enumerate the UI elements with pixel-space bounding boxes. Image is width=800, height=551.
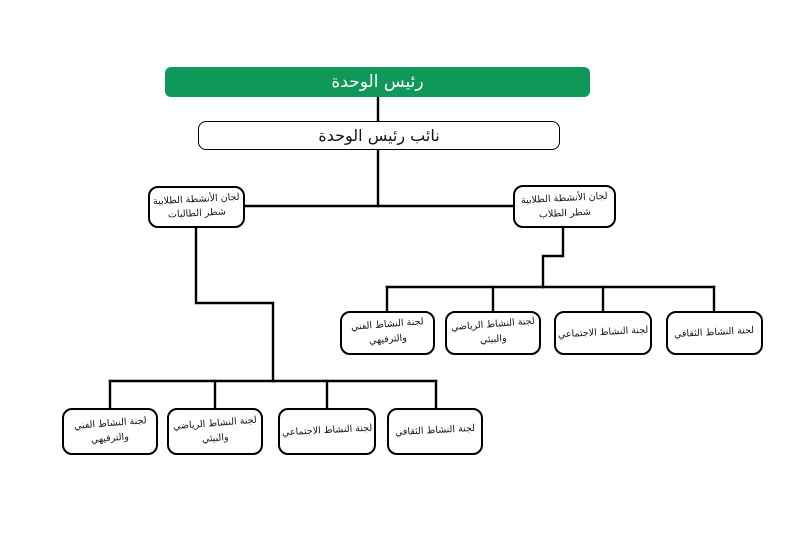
org-node-female-cultural-committee[interactable]: لجنة النشاط الثقافي [387, 408, 483, 455]
connector-male-branch-drop [541, 226, 565, 289]
org-node-label-line2: والبيئي [201, 431, 229, 445]
org-node-female-sports-committee[interactable]: لجنة النشاط الرياضي والبيئي [167, 408, 263, 455]
org-node-female-branch[interactable]: لجان الأنشطة الطلابية شطر الطالبات [148, 186, 245, 228]
org-node-label-line2: شطر الطالبات [167, 206, 226, 221]
org-node-label-line2: والترفيهي [368, 332, 407, 347]
org-node-female-arts-committee[interactable]: لجنة النشاط الفني والترفيهي [62, 408, 158, 455]
connector-female-branch-drop [194, 226, 275, 383]
org-node-unit-head[interactable]: رئيس الوحدة [165, 67, 590, 97]
org-node-male-social-committee[interactable]: لجنة النشاط الاجتماعي [554, 311, 652, 355]
org-node-male-cultural-committee[interactable]: لجنة النشاط الثقافي [666, 311, 763, 355]
org-node-female-social-committee[interactable]: لجنة النشاط الاجتماعي [278, 408, 376, 455]
org-node-label: رئيس الوحدة [331, 72, 424, 92]
org-node-deputy-head[interactable]: نائب رئيس الوحدة [198, 121, 560, 150]
org-node-label-line2: والترفيهي [90, 431, 130, 445]
org-node-label-line1: لجنة النشاط الاجتماعي [281, 422, 373, 439]
org-node-label-line1: لجنة النشاط الاجتماعي [557, 324, 649, 340]
org-node-label-line1: لجنة النشاط الثقافي [674, 324, 755, 340]
org-node-label-line1: لجان الأنشطة الطلابية [520, 190, 609, 207]
org-node-male-sports-committee[interactable]: لجنة النشاط الرياضي والبيئي [445, 311, 541, 355]
org-node-label: نائب رئيس الوحدة [318, 126, 440, 145]
org-node-label-line2: والبيئي [479, 332, 507, 347]
org-node-male-arts-committee[interactable]: لجنة النشاط الفني والترفيهي [340, 311, 435, 355]
org-node-label-line2: شطر الطلاب [538, 206, 591, 220]
org-node-label-line1: لجنة النشاط الثقافي [394, 423, 476, 439]
org-node-male-branch[interactable]: لجان الأنشطة الطلابية شطر الطلاب [513, 185, 616, 228]
